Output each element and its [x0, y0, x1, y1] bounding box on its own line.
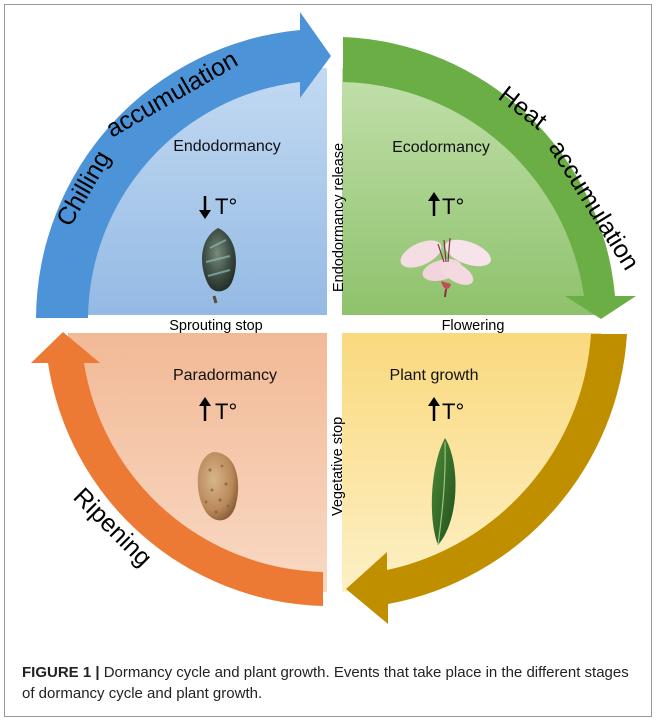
- ecodormancy-title: Ecodormancy: [392, 139, 490, 156]
- ripening-arrow: [31, 332, 323, 606]
- figure-caption: FIGURE 1 | Dormancy cycle and plant grow…: [22, 662, 632, 704]
- temperature-up-label: T°: [442, 399, 464, 424]
- vegetative-stop-label: Vegetative stop: [330, 417, 346, 516]
- almond-leaf-image: [431, 438, 456, 546]
- endodormancy-release-label: Endodormancy release: [331, 143, 347, 292]
- paradormancy-title: Paradormancy: [173, 367, 277, 384]
- temperature-down-label: T°: [215, 194, 237, 219]
- temperature-up-indicator-ecodormancy: T°: [428, 192, 464, 219]
- heat-accumulation-arrow: [343, 37, 636, 319]
- temperature-up-indicator-paradormancy: T°: [199, 397, 237, 424]
- endodormancy-title: Endodormancy: [173, 138, 281, 155]
- temperature-down-indicator: T°: [199, 194, 237, 219]
- figure-frame: [4, 4, 652, 717]
- temperature-up-indicator-plant-growth: T°: [428, 397, 464, 424]
- quadrant-endodormancy-fill: [68, 67, 327, 315]
- flowering-label: Flowering: [442, 318, 505, 334]
- chilling-accumulation-arrow: [36, 12, 331, 318]
- quadrant-paradormancy-fill: [68, 333, 327, 592]
- dormant-bud-image: [202, 228, 236, 304]
- temperature-up-label: T°: [215, 399, 237, 424]
- figure-caption-text: Dormancy cycle and plant growth. Events …: [22, 664, 629, 702]
- dormancy-cycle-diagram: Chilling accumulation Heat accumulation …: [31, 12, 645, 624]
- plant-growth-title: Plant growth: [390, 367, 479, 384]
- almond-fruit-image: [197, 452, 239, 521]
- temperature-up-label: T°: [442, 194, 464, 219]
- figure-label: FIGURE 1 |: [22, 664, 100, 681]
- almond-flower-image: [400, 237, 491, 298]
- quadrant-plant-growth-fill: [342, 333, 601, 592]
- plant-growth-arrow: [346, 334, 627, 624]
- sprouting-stop-label: Sprouting stop: [169, 318, 263, 334]
